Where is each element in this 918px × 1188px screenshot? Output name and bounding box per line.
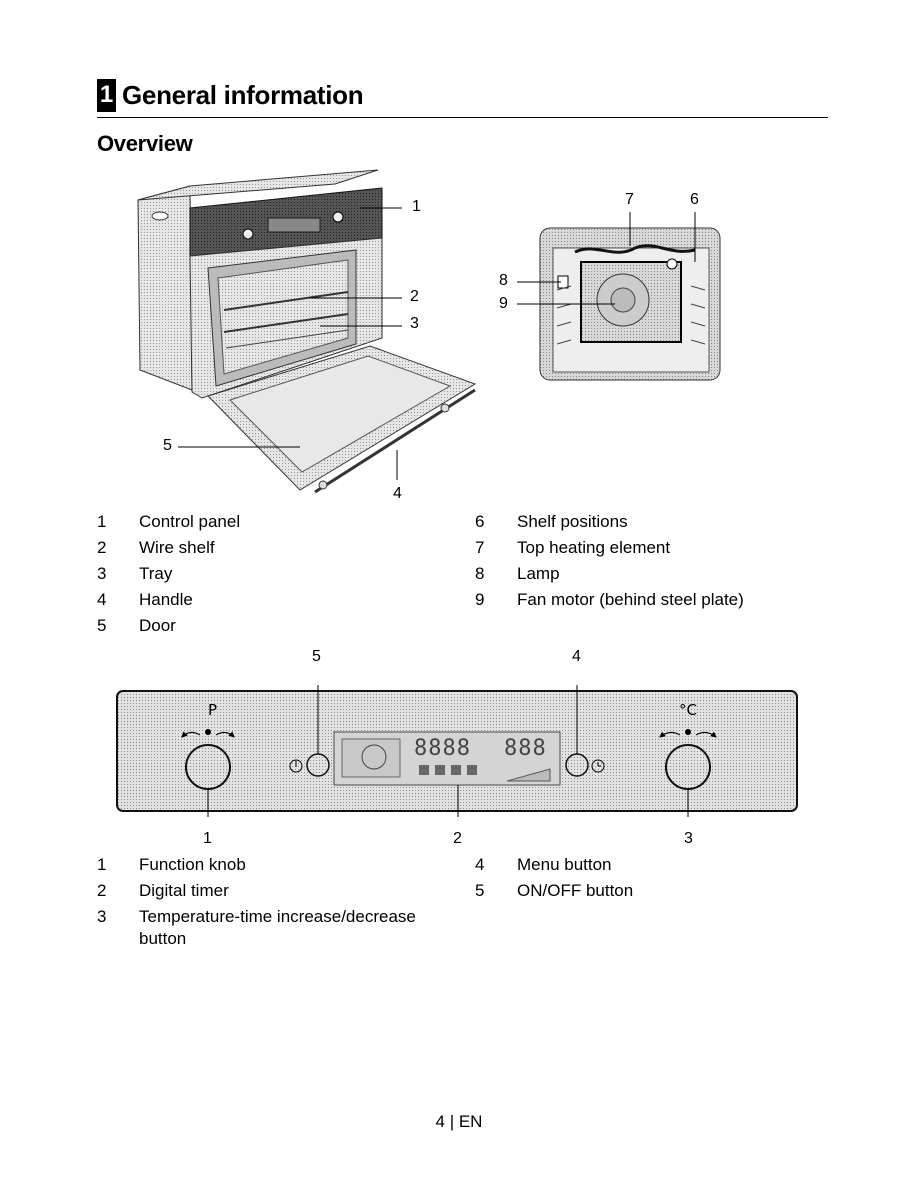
knob-temperature-symbol: °C: [679, 701, 697, 719]
callout-9: 9: [499, 295, 508, 312]
header-rule: [97, 117, 828, 118]
callout-3: 3: [410, 315, 419, 332]
legend-num: 1: [97, 512, 107, 531]
legend-text: Digital timer: [139, 881, 229, 900]
display-digits-left: 8888: [414, 736, 471, 761]
callout-7: 7: [625, 191, 634, 208]
callout-4: 4: [393, 485, 402, 502]
legend-text: Temperature-time increase/decrease: [139, 907, 416, 926]
legend-text: Tray: [139, 564, 173, 583]
legend-text: Top heating element: [517, 538, 671, 557]
panel-callout-5: 5: [312, 648, 321, 665]
oven-interior-illustration: [517, 212, 721, 381]
legend-num: 6: [475, 512, 485, 531]
panel-legend-right: 4 Menu button 5 ON/OFF button: [475, 855, 815, 915]
oven-illustration: [137, 169, 477, 494]
overview-legend-right: 6 Shelf positions 7 Top heating element …: [475, 512, 815, 622]
chapter-heading: 1 General information: [97, 78, 364, 112]
legend-text: Wire shelf: [139, 538, 215, 557]
callout-2: 2: [410, 288, 419, 305]
legend-text: Fan motor (behind steel plate): [517, 590, 744, 609]
legend-num: 3: [97, 564, 107, 583]
legend-num: 4: [97, 590, 107, 609]
legend-num: 9: [475, 590, 485, 609]
legend-text: Function knob: [139, 855, 246, 874]
legend-text: Shelf positions: [517, 512, 628, 531]
control-panel-illustration: [116, 685, 798, 817]
knob-function-symbol: P: [208, 701, 218, 719]
panel-callout-4: 4: [572, 648, 581, 665]
callout-6: 6: [690, 191, 699, 208]
legend-num: 2: [97, 538, 107, 557]
display-digits-right: 888: [504, 736, 547, 761]
legend-num: 4: [475, 855, 485, 874]
panel-legend-left: 1 Function knob 2 Digital timer 3 Temper…: [97, 855, 457, 951]
panel-callout-2: 2: [453, 830, 462, 847]
overview-legend-left: 1 Control panel 2 Wire shelf 3 Tray 4 Ha…: [97, 512, 437, 642]
legend-num: 8: [475, 564, 485, 583]
legend-text: Lamp: [517, 564, 560, 583]
panel-callout-3: 3: [684, 830, 693, 847]
callout-5: 5: [163, 437, 172, 454]
legend-text: Control panel: [139, 512, 241, 531]
legend-num: 2: [97, 881, 107, 900]
legend-text: ON/OFF button: [517, 881, 634, 900]
legend-num: 5: [475, 881, 485, 900]
legend-text: Handle: [139, 590, 193, 609]
legend-text: Menu button: [517, 855, 612, 874]
section-title: Overview: [97, 131, 193, 156]
page-footer: 4 | EN: [435, 1112, 483, 1131]
legend-num: 7: [475, 538, 485, 557]
legend-num: 5: [97, 616, 107, 635]
chapter-title: General information: [122, 79, 364, 110]
callout-8: 8: [499, 272, 508, 289]
callout-1: 1: [412, 198, 421, 215]
legend-num: 1: [97, 855, 107, 874]
legend-text-continued: button: [139, 929, 187, 948]
panel-callout-1: 1: [203, 830, 212, 847]
legend-text: Door: [139, 616, 176, 635]
legend-num: 3: [97, 907, 107, 926]
chapter-number: 1: [97, 78, 116, 112]
